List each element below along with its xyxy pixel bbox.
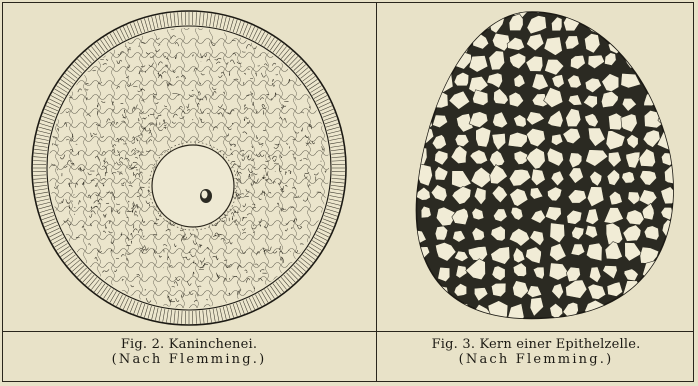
nucleolus-highlight — [202, 191, 208, 199]
caption-fig3: Fig. 3. Kern einer Epithelzelle. (Nach F… — [378, 337, 694, 367]
caption-fig2-title: Fig. 2. Kaninchenei. — [2, 337, 376, 352]
caption-fig3-title: Fig. 3. Kern einer Epithelzelle. — [378, 337, 694, 352]
figure-rabbit-ovum — [8, 6, 368, 328]
figure-epithelial-nucleus — [384, 6, 690, 328]
caption-fig2: Fig. 2. Kaninchenei. (Nach Flemming.) — [2, 337, 376, 367]
figure-divider — [376, 2, 377, 382]
caption-fig2-credit: (Nach Flemming.) — [2, 352, 376, 367]
caption-divider — [2, 331, 694, 332]
epithelial-nucleus-illustration — [384, 6, 690, 328]
caption-fig3-credit: (Nach Flemming.) — [378, 352, 694, 367]
rabbit-ovum-illustration — [8, 6, 368, 328]
germinal-vesicle — [152, 145, 234, 227]
